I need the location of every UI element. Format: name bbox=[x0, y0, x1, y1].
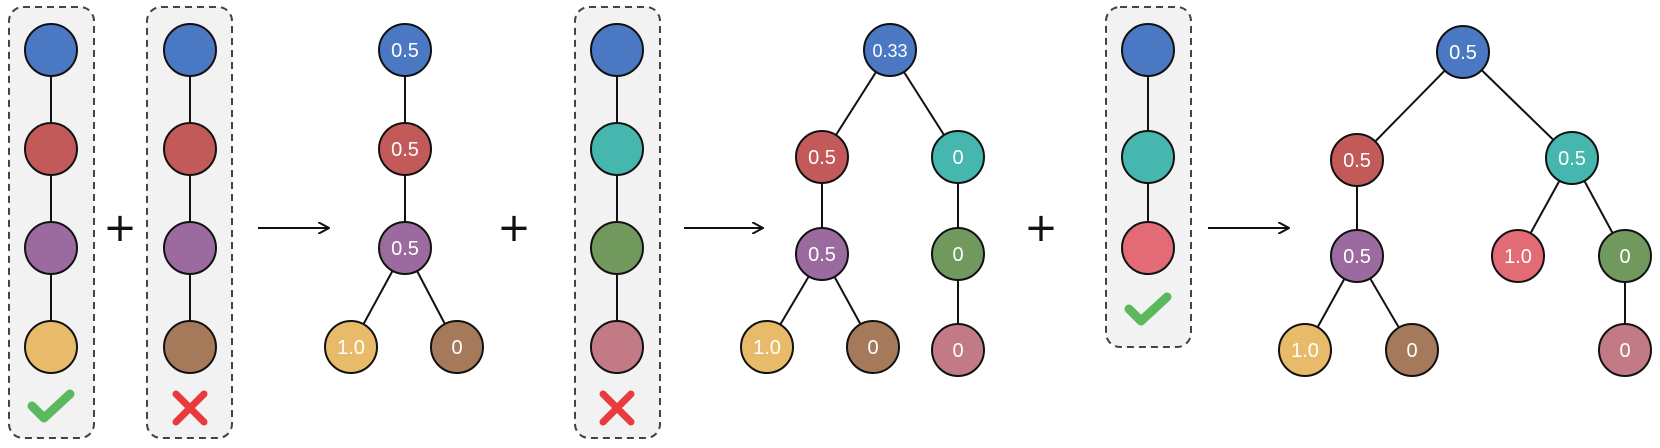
tree3-node-green: 0 bbox=[1598, 229, 1652, 283]
tree1-node-yellow: 1.0 bbox=[324, 320, 378, 374]
node-value: 0.5 bbox=[1343, 246, 1371, 268]
path-panel-2 bbox=[146, 6, 233, 439]
node-value: 0 bbox=[1619, 246, 1630, 268]
tree1-node-blue: 0.5 bbox=[378, 23, 432, 77]
path-node-salmon bbox=[1121, 221, 1175, 275]
plus-operator: + bbox=[1024, 205, 1058, 251]
path-panel-3 bbox=[574, 6, 661, 439]
tree3-node-purple: 0.5 bbox=[1330, 229, 1384, 283]
tree3-node-pink: 0 bbox=[1598, 323, 1652, 377]
node-value: 1.0 bbox=[1291, 340, 1319, 362]
path-node-red bbox=[24, 122, 78, 176]
node-value: 0.5 bbox=[391, 40, 419, 62]
path-node-purple bbox=[163, 221, 217, 275]
node-value: 0.5 bbox=[391, 238, 419, 260]
path-node-blue bbox=[590, 23, 644, 77]
node-value: 1.0 bbox=[1504, 246, 1532, 268]
tree3-node-teal: 0.5 bbox=[1545, 131, 1599, 185]
node-value: 0 bbox=[451, 337, 462, 359]
node-value: 0 bbox=[1619, 340, 1630, 362]
node-value: 0.5 bbox=[1343, 150, 1371, 172]
path-node-teal bbox=[590, 122, 644, 176]
path-node-blue bbox=[1121, 23, 1175, 77]
path-node-teal bbox=[1121, 130, 1175, 184]
node-value: 0 bbox=[952, 340, 963, 362]
path-node-pink bbox=[590, 320, 644, 374]
path-node-yellow bbox=[24, 320, 78, 374]
path-node-green bbox=[590, 221, 644, 275]
tree2-node-green: 0 bbox=[931, 227, 985, 281]
tree2-node-purple: 0.5 bbox=[795, 227, 849, 281]
check-icon bbox=[1124, 292, 1172, 326]
path-node-purple bbox=[24, 221, 78, 275]
path-node-brown bbox=[163, 320, 217, 374]
node-value: 0.5 bbox=[808, 244, 836, 266]
tree3-node-salmon: 1.0 bbox=[1491, 229, 1545, 283]
path-panel-1 bbox=[8, 6, 95, 439]
tree-2: 0.33 0.5 0.5 1.0 0 0 0 0 bbox=[740, 23, 985, 377]
tree2-node-teal: 0 bbox=[931, 130, 985, 184]
tree3-node-brown: 0 bbox=[1385, 323, 1439, 377]
path-node-blue bbox=[24, 23, 78, 77]
tree1-node-brown: 0 bbox=[430, 320, 484, 374]
tree3-node-yellow: 1.0 bbox=[1278, 323, 1332, 377]
tree-3: 0.5 0.5 0.5 1.0 0 0.5 1.0 0 bbox=[1278, 25, 1652, 377]
tree2-node-brown: 0 bbox=[846, 320, 900, 374]
tree2-node-blue: 0.33 bbox=[863, 23, 917, 77]
plus-operator: + bbox=[497, 205, 531, 251]
tree3-node-blue: 0.5 bbox=[1436, 25, 1490, 79]
path-node-red bbox=[163, 122, 217, 176]
node-value: 0 bbox=[952, 147, 963, 169]
plus-operator: + bbox=[103, 205, 137, 251]
check-icon bbox=[27, 389, 75, 423]
tree3-node-red: 0.5 bbox=[1330, 133, 1384, 187]
node-value: 0.5 bbox=[808, 147, 836, 169]
tree-1: 0.5 0.5 0.5 1.0 0 bbox=[324, 23, 484, 374]
cross-icon bbox=[172, 390, 208, 426]
node-value: 0 bbox=[867, 337, 878, 359]
tree2-node-yellow: 1.0 bbox=[740, 320, 794, 374]
node-value: 0.33 bbox=[872, 41, 907, 61]
tree2-node-red: 0.5 bbox=[795, 130, 849, 184]
path-node-blue bbox=[163, 23, 217, 77]
tree1-node-purple: 0.5 bbox=[378, 221, 432, 275]
node-value: 0.5 bbox=[1558, 148, 1586, 170]
node-value: 1.0 bbox=[753, 337, 781, 359]
tree2-node-pink: 0 bbox=[931, 323, 985, 377]
node-value: 1.0 bbox=[337, 337, 365, 359]
cross-icon bbox=[599, 390, 635, 426]
node-value: 0.5 bbox=[1449, 42, 1477, 64]
node-value: 0 bbox=[1406, 340, 1417, 362]
path-panel-4 bbox=[1105, 6, 1192, 348]
node-value: 0 bbox=[952, 244, 963, 266]
node-value: 0.5 bbox=[391, 139, 419, 161]
tree1-node-red: 0.5 bbox=[378, 122, 432, 176]
